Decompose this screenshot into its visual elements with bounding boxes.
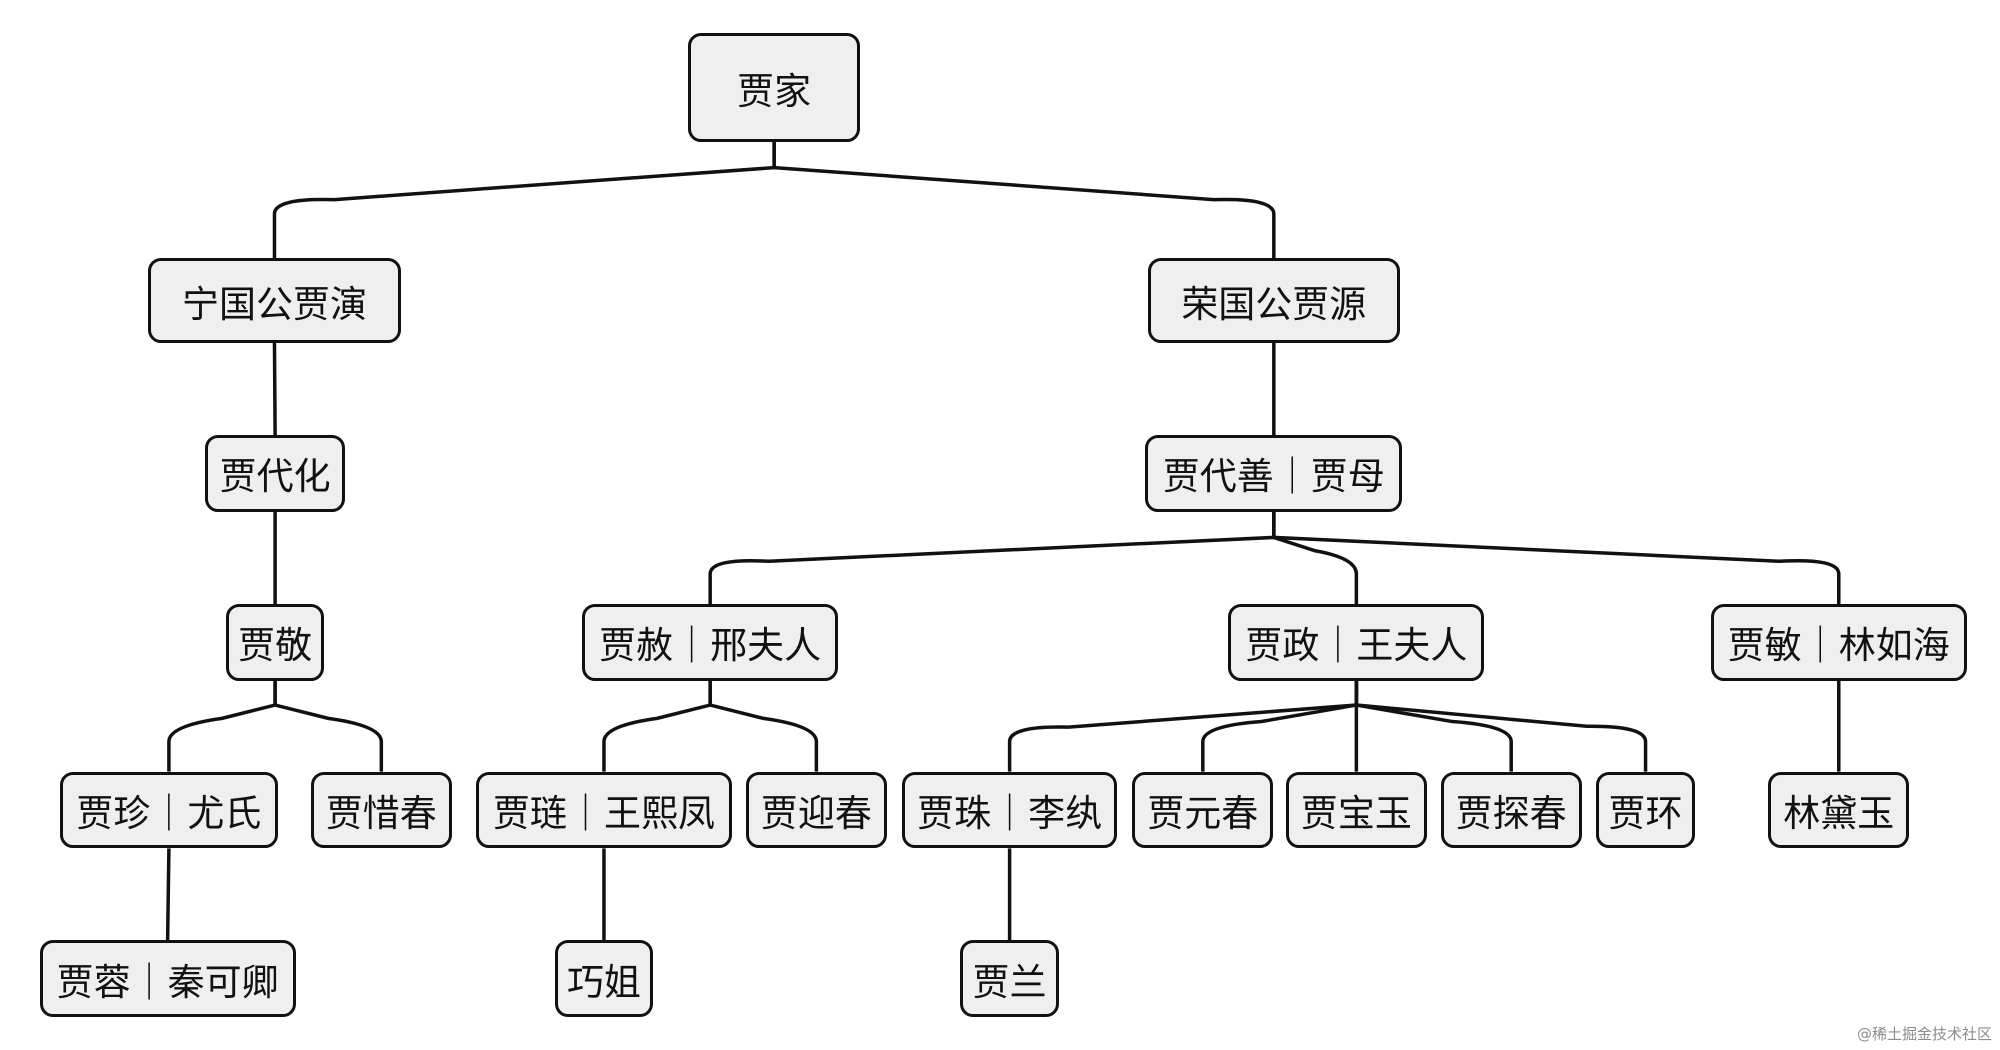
- person-node: 贾蓉｜秦可卿: [39, 940, 296, 1018]
- tree-edge: [1354, 680, 1513, 772]
- person-node: 贾环: [1595, 771, 1696, 849]
- person-node: 贾珍｜尤氏: [60, 771, 278, 849]
- person-node: 贾兰: [959, 940, 1060, 1018]
- tree-edge: [273, 680, 384, 772]
- tree-edge: [272, 142, 776, 259]
- tree-edge: [167, 680, 277, 772]
- watermark: @稀土掘金技术社区: [1856, 1025, 1992, 1043]
- tree-edge: [1272, 511, 1359, 604]
- person-node: 贾惜春: [310, 771, 452, 849]
- root-node: 贾家: [688, 33, 860, 143]
- person-node: 贾琏｜王熙凤: [476, 771, 732, 849]
- tree-edge: [602, 680, 712, 772]
- person-node: 贾赦｜邢夫人: [582, 603, 839, 681]
- tree-edge: [165, 848, 171, 941]
- person-node: 贾元春: [1132, 771, 1274, 849]
- person-node: 贾宝玉: [1285, 771, 1427, 849]
- tree-edge: [772, 142, 1276, 259]
- person-node: 荣国公贾源: [1147, 258, 1400, 343]
- person-node: 宁国公贾演: [148, 258, 401, 343]
- person-node: 林黛玉: [1768, 771, 1910, 849]
- person-node: 贾迎春: [746, 771, 887, 849]
- tree-edge: [1201, 680, 1359, 772]
- person-node: 贾敬: [226, 603, 324, 681]
- person-node: 巧姐: [555, 940, 653, 1018]
- person-node: 贾政｜王夫人: [1228, 603, 1485, 681]
- tree-edge: [1272, 511, 1841, 604]
- tree-edge: [708, 680, 819, 772]
- person-node: 贾探春: [1440, 771, 1582, 849]
- tree-edge: [1007, 680, 1359, 772]
- person-node: 贾代化: [204, 435, 346, 512]
- tree-edge: [1354, 680, 1648, 772]
- person-node: 贾敏｜林如海: [1710, 603, 1967, 681]
- person-node: 贾珠｜李纨: [902, 771, 1118, 849]
- tree-edge: [272, 342, 277, 436]
- tree-edge: [708, 511, 1276, 604]
- person-node: 贾代善｜贾母: [1145, 435, 1403, 512]
